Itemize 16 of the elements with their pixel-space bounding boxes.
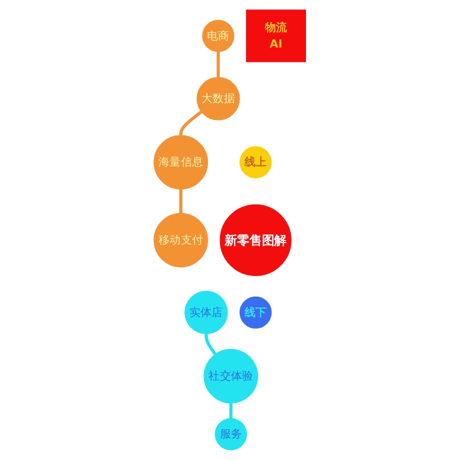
connector xyxy=(204,334,217,356)
node-circle: 实体店 xyxy=(184,290,228,334)
node-circle: 线下 xyxy=(240,296,272,329)
connector xyxy=(216,52,220,78)
node-circle: 新零售图解 xyxy=(220,204,292,276)
node-circle: 移动支付 xyxy=(154,213,208,268)
node-box: 物流 AI xyxy=(246,10,306,62)
node-circle: 社交体验 xyxy=(204,348,258,404)
connector xyxy=(179,188,183,214)
connector xyxy=(179,110,203,136)
node-circle: 大数据 xyxy=(196,77,240,120)
node-circle: 服务 xyxy=(215,418,248,450)
node-circle: 线上 xyxy=(240,146,272,178)
connector xyxy=(230,402,233,419)
node-circle: 海量信息 xyxy=(154,135,208,190)
node-circle: 电商 xyxy=(202,20,234,52)
